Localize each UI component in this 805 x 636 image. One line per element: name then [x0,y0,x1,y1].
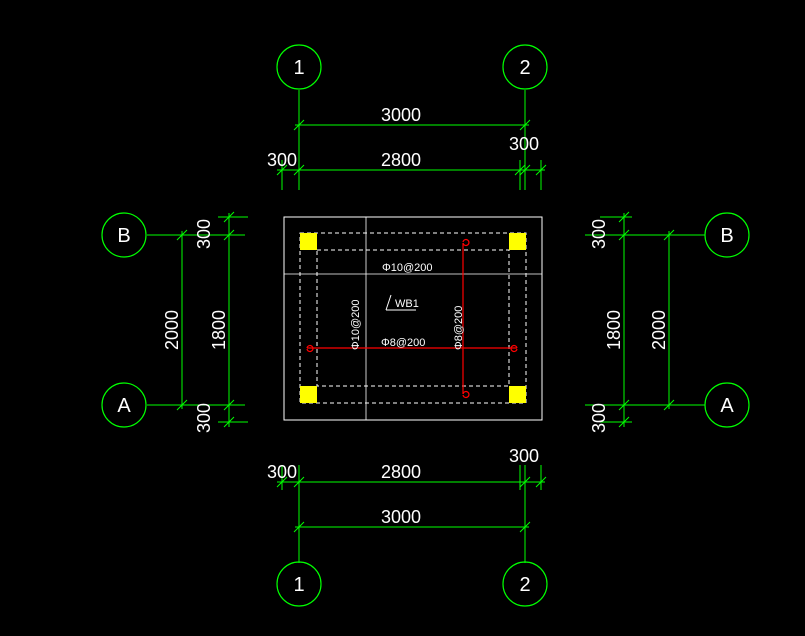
bottom-overall-tick-2 [519,521,531,533]
right-inner-tick-a [618,211,630,223]
annotations: Φ10@200 Φ8@200 WB1 Φ10@200 Φ8@200 [350,262,465,350]
bottom-inner-tick-a [276,476,288,488]
left-inner-tick-a [223,211,235,223]
rebar-horizontal-hook-left [306,344,314,353]
top-overall-dim-text: 3000 [381,105,421,125]
beam-dashed-inner [316,249,510,387]
slab-label-slash [385,294,392,311]
column-bottom-right [509,386,526,403]
axis-label-1-top: 1 [293,57,304,79]
top-inner-dim-text: 2800 [381,150,421,170]
top-inner-tick-d [519,164,531,176]
axis-label-a-right: A [720,395,734,417]
bottom-inner-tick-d [535,476,547,488]
right-inner-tick-d [618,416,630,428]
rebar-lines [306,238,518,399]
left-rebar-text: Φ10@200 [350,299,362,350]
right-dimension-texts: 1800 2000 300 300 [589,219,669,433]
bottom-inner-tick-b [293,476,305,488]
axis-label-2-bottom: 2 [519,574,530,596]
top-inner-tick-b [293,164,305,176]
left-overall-tick-2 [176,399,188,411]
top-edge-left-text: 300 [267,150,297,170]
rebar-vertical-hook-top [462,238,470,247]
top-overall-tick-1 [293,119,305,131]
axis-bubble-b-right [704,212,750,258]
rebar-horizontal-hook-right [510,344,518,353]
axis-label-b-left: B [117,225,130,247]
top-inner-tick-e [535,164,547,176]
top-dimensions [276,119,547,190]
bottom-edge-left-text: 300 [267,462,297,482]
bottom-dimension-texts: 2800 3000 300 300 [267,446,539,527]
axis-bubble-b-left [101,212,147,258]
slab-label-text: WB1 [395,298,419,310]
left-overall-tick-1 [176,229,188,241]
axis-bubble-1-top [276,44,322,90]
axis-bubble-a-left [101,382,147,428]
axis-label-b-right: B [720,225,733,247]
slab-plan [283,216,543,421]
beam-dashed-outer [299,232,527,404]
slab-label-marker [385,294,416,311]
right-inner-tick-c [618,399,630,411]
bottom-rebar-text: Φ8@200 [381,337,425,349]
column-top-right [509,233,526,250]
column-top-left [300,233,317,250]
right-inner-dim-text: 1800 [604,310,624,350]
bottom-edge-right-text: 300 [509,446,539,466]
axis-bubble-1-bottom [276,561,322,607]
bottom-inner-tick-c [519,476,531,488]
left-inner-tick-c [223,399,235,411]
axis-labels: 1 2 1 2 B A B A [117,57,734,596]
axis-label-a-left: A [117,395,131,417]
left-edge-top-text: 300 [194,219,214,249]
left-dimension-texts: 2000 1800 300 300 [162,219,229,433]
top-inner-tick-c [514,164,526,176]
axis-label-1-bottom: 1 [293,574,304,596]
axis-bubble-2-bottom [502,561,548,607]
rebar-vertical-hook-bottom [462,390,470,399]
top-edge-right-text: 300 [509,134,539,154]
left-inner-tick-b [223,229,235,241]
right-inner-tick-b [618,229,630,241]
left-inner-dim-text: 1800 [209,310,229,350]
right-overall-tick-2 [663,399,675,411]
left-overall-dim-text: 2000 [162,310,182,350]
left-inner-tick-d [223,416,235,428]
top-inner-tick-a [276,164,288,176]
right-overall-dim-text: 2000 [649,310,669,350]
right-overall-tick-1 [663,229,675,241]
right-rebar-text: Φ8@200 [453,306,465,350]
right-dimensions [600,211,675,428]
top-dimension-texts: 3000 2800 300 300 [267,105,539,170]
bottom-overall-dim-text: 3000 [381,507,421,527]
right-edge-bottom-text: 300 [589,403,609,433]
bottom-dimensions [276,465,547,533]
left-dimensions [176,211,248,428]
top-overall-tick-2 [519,119,531,131]
bottom-overall-tick-1 [293,521,305,533]
axis-bubble-a-right [704,382,750,428]
axis-bubbles [101,44,750,607]
column-bottom-left [300,386,317,403]
top-rebar-text: Φ10@200 [382,262,433,274]
axis-label-2-top: 2 [519,57,530,79]
slab-outline [283,216,543,421]
left-edge-bottom-text: 300 [194,403,214,433]
axis-bubble-2-top [502,44,548,90]
right-edge-top-text: 300 [589,219,609,249]
bottom-inner-dim-text: 2800 [381,462,421,482]
